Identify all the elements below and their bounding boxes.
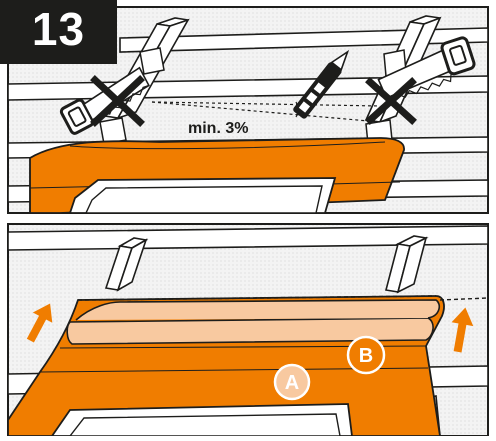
edge-guide-line [439,297,488,301]
slope-label: min. 3% [188,120,248,137]
upward-arrow-icon [26,303,53,343]
label-b-badge: B [346,335,386,375]
upward-arrow-icon [451,307,474,353]
bottom-panel: B A [7,223,489,437]
utility-knife-icon [293,49,350,119]
bottom-window [50,403,353,436]
top-panel: min. 3% [7,6,489,214]
prohibited-x-icon [90,75,145,127]
step-badge: 13 [0,0,117,64]
adhesive-strip [66,299,441,345]
step-number: 13 [31,3,86,55]
handsaw-icon [59,66,150,135]
top-window [69,177,337,213]
label-b: B [359,345,373,367]
label-a: A [285,372,299,394]
label-a-badge: A [273,363,311,401]
prohibited-x-icon [365,77,417,125]
handsaw-icon [377,36,476,102]
